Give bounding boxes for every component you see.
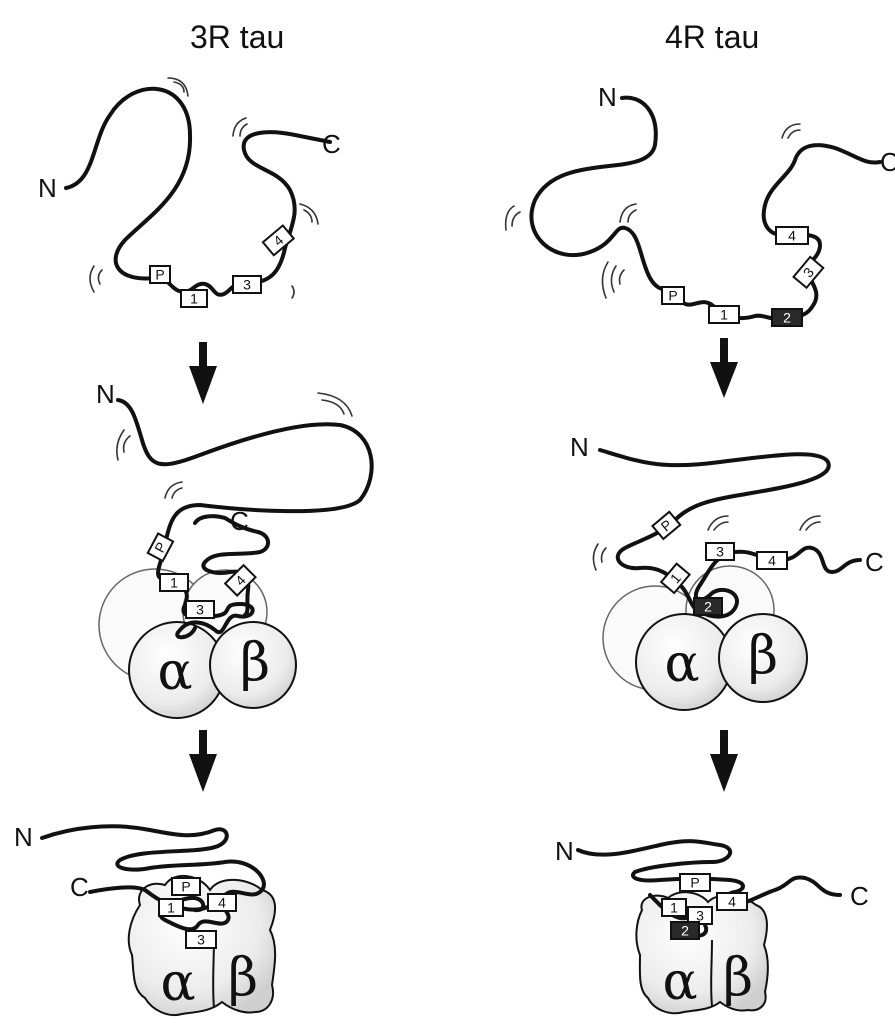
n-terminus: N <box>555 836 574 866</box>
beta-label: β <box>723 948 753 1008</box>
alpha-label: α <box>664 634 699 694</box>
svg-text:P: P <box>668 288 677 304</box>
c-terminus: C <box>865 547 884 577</box>
repeat-p: P <box>172 878 200 895</box>
svg-text:1: 1 <box>170 575 178 591</box>
repeat-1: 1 <box>181 290 207 307</box>
repeat-p: P <box>662 287 684 304</box>
svg-text:3: 3 <box>243 277 251 293</box>
c-terminus: C <box>230 506 249 536</box>
free-4r-tau: P 1 2 4 3 N C <box>506 82 895 326</box>
repeat-1: 1 <box>709 306 739 323</box>
repeat-3: 3 <box>794 257 824 288</box>
repeat-4: 4 <box>717 893 747 910</box>
svg-text:4: 4 <box>218 895 226 911</box>
repeat-3: 3 <box>233 276 261 293</box>
repeat-p: P <box>680 874 710 891</box>
c-terminus: C <box>322 129 341 159</box>
beta-label: β <box>228 948 258 1008</box>
repeat-4: 4 <box>208 894 236 911</box>
repeat-3: 3 <box>186 601 214 618</box>
lattice-4r-tau: α β P 1 3 4 2 N C <box>555 836 869 1013</box>
svg-text:2: 2 <box>704 599 712 615</box>
tau-chain <box>66 89 330 295</box>
c-terminus: C <box>880 147 895 177</box>
svg-text:1: 1 <box>670 900 678 916</box>
svg-text:3: 3 <box>197 932 205 948</box>
svg-text:2: 2 <box>681 923 689 939</box>
arrow-right-2 <box>710 730 738 792</box>
repeat-p: P <box>148 534 173 561</box>
svg-text:3: 3 <box>196 602 204 618</box>
repeat-2: 2 <box>694 598 722 615</box>
repeat-2: 2 <box>671 922 699 939</box>
c-terminus: C <box>850 881 869 911</box>
repeat-1: 1 <box>160 574 188 591</box>
alpha-label: α <box>157 642 192 702</box>
svg-text:1: 1 <box>190 291 198 307</box>
svg-text:3: 3 <box>716 544 724 560</box>
repeat-3: 3 <box>186 931 216 948</box>
free-3r-tau: P 1 3 4 N C <box>38 78 341 307</box>
repeat-2: 2 <box>772 309 802 326</box>
repeat-p: P <box>150 266 170 283</box>
bound-3r-tau: α β P 1 3 4 N C <box>96 379 372 718</box>
svg-text:P: P <box>181 879 190 895</box>
n-terminus: N <box>570 432 589 462</box>
svg-text:4: 4 <box>728 894 736 910</box>
repeat-3: 3 <box>706 543 734 560</box>
svg-text:P: P <box>690 875 699 891</box>
svg-text:1: 1 <box>167 900 175 916</box>
n-terminus: N <box>598 82 617 112</box>
tau-chain <box>531 98 880 320</box>
n-terminus: N <box>14 822 33 852</box>
beta-label: β <box>748 626 778 686</box>
svg-text:4: 4 <box>768 553 776 569</box>
bound-4r-tau: α β P 1 2 3 4 N C <box>570 432 884 710</box>
title-3r-tau: 3R tau <box>190 19 284 55</box>
alpha-label: α <box>160 953 195 1013</box>
arrow-right-1 <box>710 338 738 398</box>
repeat-1: 1 <box>662 899 686 916</box>
c-terminus: C <box>70 872 89 902</box>
arrow-left-1 <box>189 342 217 404</box>
svg-text:2: 2 <box>783 310 791 326</box>
svg-text:1: 1 <box>720 307 728 323</box>
title-4r-tau: 4R tau <box>665 19 759 55</box>
lattice-3r-tau: α β P 1 4 3 N C <box>14 822 275 1015</box>
alpha-label: α <box>662 952 697 1012</box>
svg-text:4: 4 <box>788 228 796 244</box>
repeat-1: 1 <box>159 899 183 916</box>
dimer-divider <box>711 940 712 1006</box>
n-terminus: N <box>38 173 57 203</box>
arrow-left-2 <box>189 730 217 792</box>
repeat-4: 4 <box>776 227 808 244</box>
beta-label: β <box>240 633 270 693</box>
svg-text:P: P <box>155 267 164 283</box>
repeat-4: 4 <box>757 552 787 569</box>
n-terminus: N <box>96 379 115 409</box>
